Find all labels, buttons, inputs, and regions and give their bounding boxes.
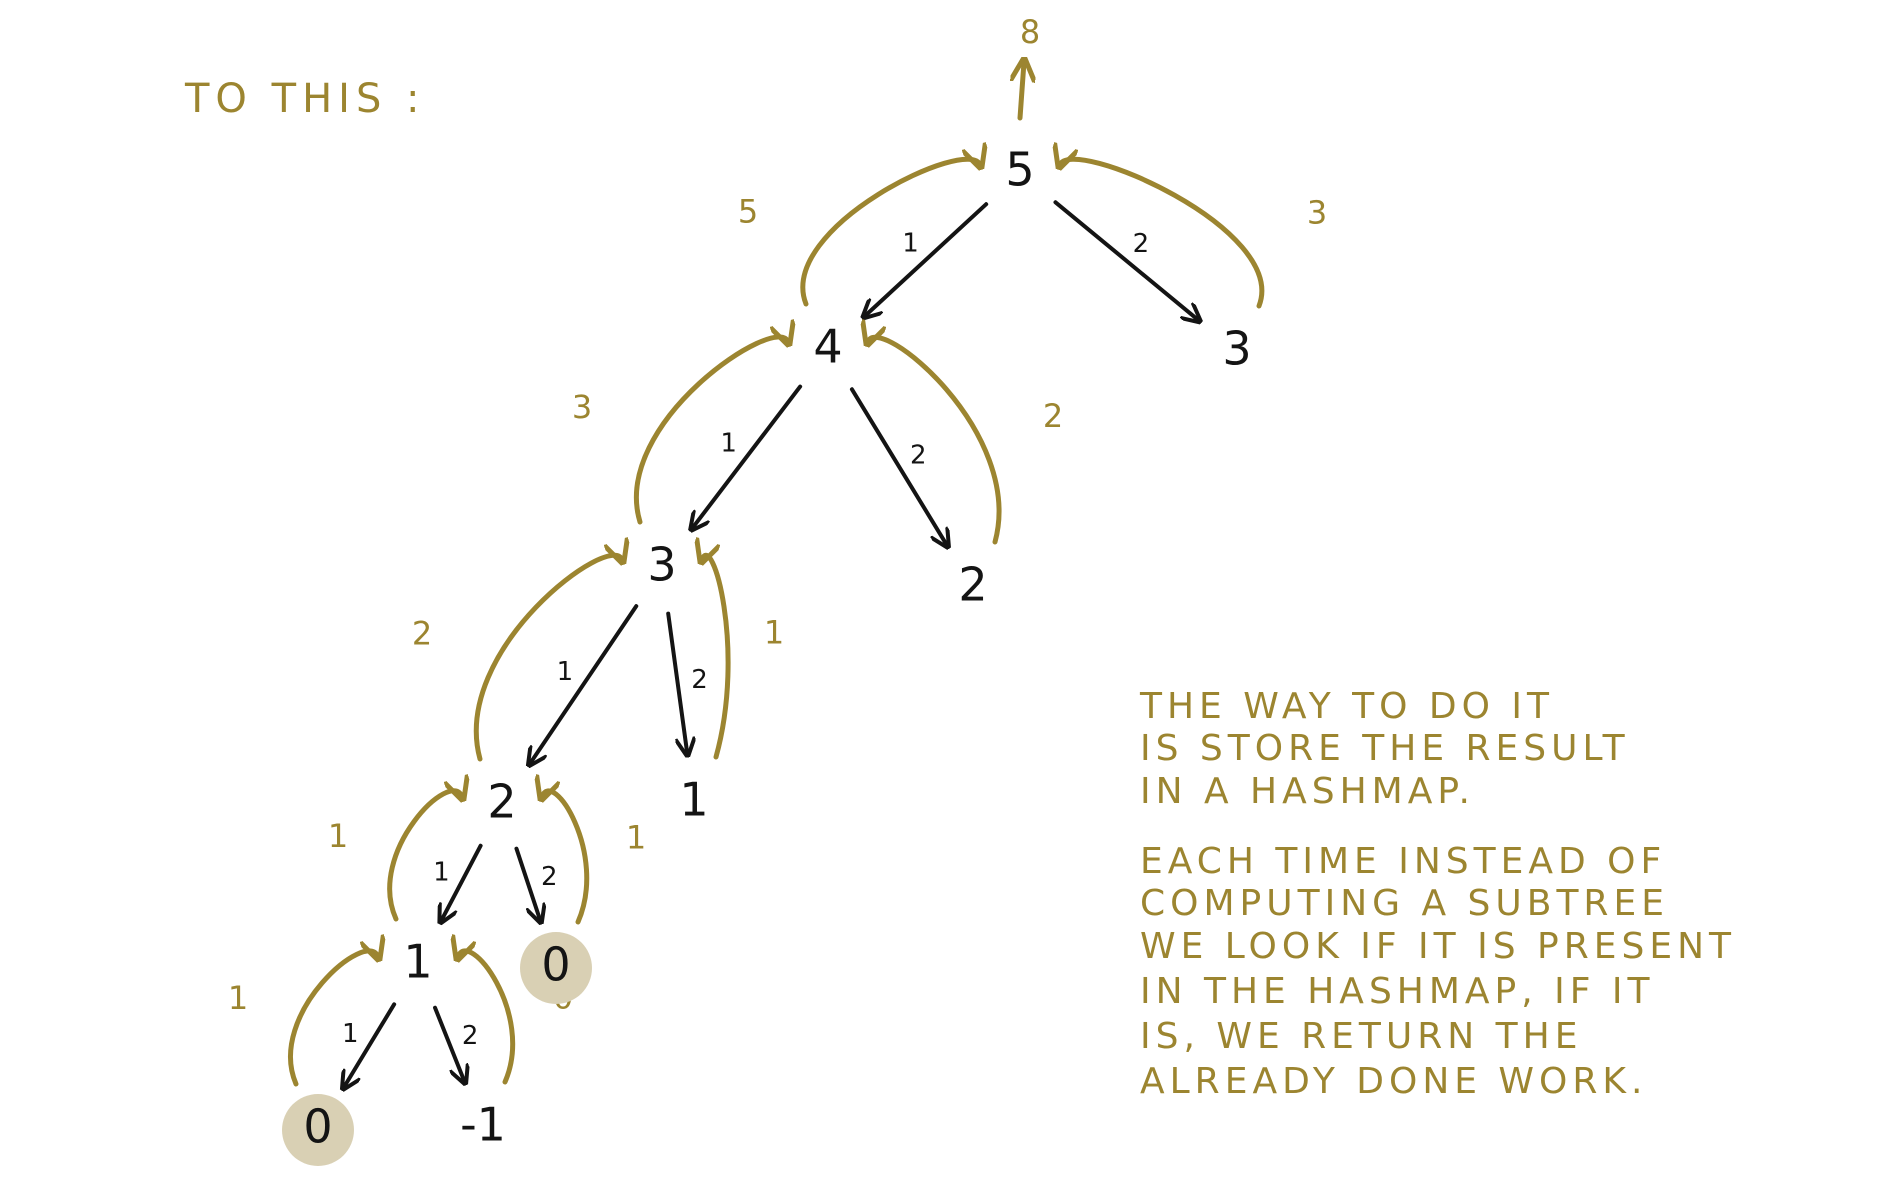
edge-arrow [433, 1005, 464, 1082]
return-value-label: 1 [764, 614, 784, 652]
return-value-label: 2 [412, 615, 432, 653]
tree-node-label: 3 [1222, 322, 1251, 376]
tree-node-label: 0 [303, 1100, 332, 1154]
tree-node-label: 4 [813, 320, 842, 374]
tree-node-label: -1 [460, 1098, 506, 1152]
tree-node-label: 2 [487, 775, 516, 829]
memoized-highlight [282, 1094, 354, 1166]
note-line: IN THE HASHMAP, IF IT [1140, 971, 1655, 1012]
note-line: EACH TIME INSTEAD OF [1140, 841, 1666, 882]
edge-label: 2 [462, 1021, 479, 1051]
return-arrow [387, 791, 462, 922]
edge-arrow [514, 846, 540, 921]
root-result-arrow [1020, 62, 1024, 121]
root-result: 8 [1020, 13, 1040, 121]
edge-arrow [692, 384, 803, 529]
tree-node-label: 1 [679, 773, 708, 827]
return-value-label: 3 [1307, 193, 1327, 231]
return-arrow [458, 951, 516, 1085]
return-arrow [1060, 159, 1265, 309]
return-arrow [868, 337, 1002, 545]
return-value-label: 1 [626, 818, 646, 856]
return-arrow [542, 791, 590, 925]
page-title: TO THIS : [184, 76, 426, 122]
return-value-label: 2 [1043, 397, 1063, 435]
edge-arrow [849, 387, 947, 545]
edge-arrow [865, 202, 989, 316]
root-result-label: 8 [1020, 13, 1040, 51]
note-line: THE WAY TO DO IT [1139, 686, 1554, 727]
return-arrow [634, 337, 788, 525]
edge-label: 1 [902, 228, 919, 258]
note-line: COMPUTING A SUBTREE [1140, 883, 1669, 924]
tree-node-label: 3 [647, 538, 676, 592]
edges-layer: 1 2 1 2 1 2 1 2 1 2 [342, 200, 1198, 1087]
return-arrows-layer: 5332211110 [228, 159, 1327, 1087]
tree-node-label: 5 [1005, 143, 1034, 197]
edge-arrow [666, 611, 687, 754]
return-value-label: 5 [738, 193, 758, 231]
edge-label: 1 [557, 657, 574, 687]
memoized-highlight [520, 932, 592, 1004]
note-line: WE LOOK IF IT IS PRESENT [1140, 926, 1736, 967]
return-value-label: 1 [228, 979, 248, 1017]
return-arrow [800, 159, 980, 307]
return-value-label: 1 [328, 817, 348, 855]
tree-node-label: 1 [403, 935, 432, 989]
edge-arrow [441, 843, 483, 921]
edge-label: 2 [910, 440, 927, 470]
edge-label: 2 [1133, 229, 1150, 259]
edge-label: 2 [691, 665, 708, 695]
edge-label: 1 [720, 429, 737, 459]
edge-arrow [1053, 200, 1198, 320]
return-arrow [474, 555, 622, 762]
note-line: IS, WE RETURN THE [1140, 1016, 1582, 1057]
edge-label: 2 [541, 862, 558, 892]
edge-arrow [530, 604, 639, 763]
edge-arrow [344, 1002, 397, 1087]
note-line: IS STORE THE RESULT [1140, 728, 1630, 769]
note-line: ALREADY DONE WORK. [1140, 1061, 1647, 1102]
edge-label: 1 [342, 1019, 359, 1049]
return-arrow [702, 555, 731, 760]
tree-node-label: 2 [958, 558, 987, 612]
return-value-label: 3 [572, 388, 592, 426]
edge-label: 1 [433, 858, 450, 888]
return-arrow [288, 951, 378, 1087]
note-line: IN A HASHMAP. [1140, 771, 1475, 812]
tree-node-label: 0 [541, 938, 570, 992]
